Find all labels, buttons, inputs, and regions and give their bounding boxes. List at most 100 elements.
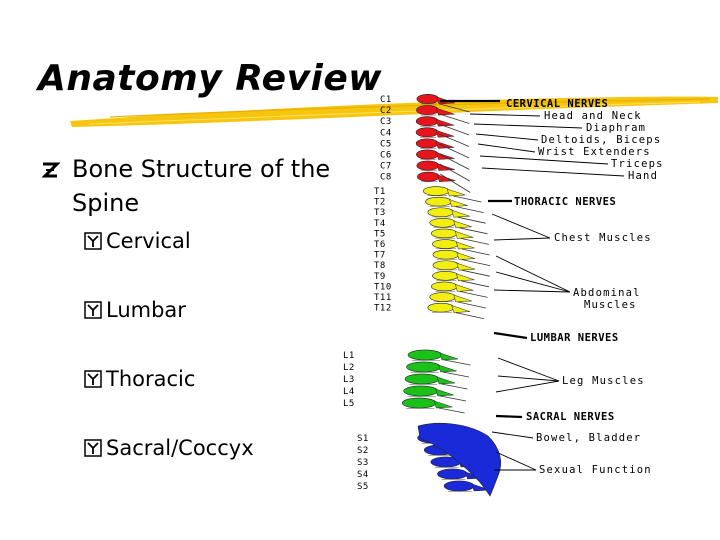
main-bullet: Bone Structure of the Spine [40, 152, 332, 220]
pointer-line [473, 123, 583, 129]
nerve-root [439, 163, 470, 182]
nerve-root [438, 143, 470, 159]
vertebra-label-s5: S5 [357, 482, 369, 492]
y-bullet-icon [84, 301, 102, 319]
nerve-root [439, 113, 470, 124]
spinous-process [433, 400, 453, 409]
pointer-line [495, 271, 571, 293]
spinous-process [438, 364, 457, 373]
vertebra-l1 [407, 349, 443, 361]
cervical-function: Triceps [611, 158, 664, 170]
thoracic-nerves-heading: THORACIC NERVES [514, 196, 616, 208]
spinous-process [453, 294, 472, 303]
pointer-line [469, 113, 541, 117]
vertebra-label-t2: T2 [374, 198, 386, 208]
z-bullet-icon [41, 162, 60, 178]
vertebra-label-t9: T9 [374, 272, 386, 282]
pointer-line [493, 331, 528, 340]
vertebra-c7 [416, 160, 440, 171]
slide-title: Anatomy Review [38, 58, 383, 99]
y-bullet-icon [84, 439, 102, 457]
spinous-process [436, 376, 456, 385]
vertebra-c5 [415, 138, 439, 149]
vertebra-t11 [429, 292, 457, 302]
vertebra-t2 [425, 196, 452, 207]
pointer-line [495, 255, 571, 293]
lumbar-nerves-heading: LUMBAR NERVES [530, 332, 619, 344]
title-underline-brushstroke [70, 96, 718, 127]
spinous-process [451, 209, 470, 218]
nerve-root [459, 227, 488, 235]
pointer-line [497, 375, 560, 382]
sub-bullet-text: Cervical [106, 229, 191, 253]
nerve-root [438, 407, 465, 414]
sub-bullet-text: Sacral/Coccyx [106, 436, 254, 460]
vertebra-t1 [422, 186, 450, 196]
vertebra-label-t5: T5 [374, 229, 386, 239]
spinous-process [435, 141, 455, 149]
vertebra-label-c8: C8 [380, 173, 392, 183]
vertebra-l4 [403, 385, 438, 397]
cervical-function: Diaphram [586, 122, 646, 134]
vertebra-label-t7: T7 [374, 251, 386, 261]
vertebra-c1 [416, 94, 440, 104]
vertebra-label-c3: C3 [380, 117, 392, 127]
cervical-function: Head and Neck [544, 110, 642, 122]
nerve-root [460, 280, 490, 288]
pointer-line [495, 451, 537, 471]
vertebra-c6 [416, 149, 439, 160]
nerve-root [455, 206, 484, 213]
cervical-function: Deltoids, Biceps [541, 134, 661, 146]
nerve-root [457, 301, 486, 309]
sub-bullet-cervical: Cervical [84, 227, 191, 255]
vertebra-t8 [432, 260, 460, 270]
nerve-root [444, 359, 471, 366]
sacral-function: Bowel, Bladder [536, 432, 641, 444]
nerve-root [438, 123, 470, 136]
vertebra-label-c4: C4 [380, 128, 392, 138]
vertebra-label-t3: T3 [374, 208, 386, 218]
pointer-line [495, 380, 560, 393]
nerve-root [440, 173, 471, 193]
vertebra-l2 [406, 361, 441, 373]
thoracic-function: Chest Muscles [554, 232, 652, 244]
y-bullet-icon [84, 370, 102, 388]
lumbar-function: Leg Muscles [562, 375, 645, 387]
spinous-process [446, 188, 466, 197]
vertebra-c8 [417, 171, 440, 182]
vertebra-label-t8: T8 [374, 261, 386, 271]
nerve-root [455, 312, 484, 319]
pointer-line [493, 289, 571, 293]
vertebra-label-l1: L1 [343, 351, 355, 361]
spinous-process [454, 284, 474, 292]
nerve-root [461, 259, 491, 266]
vertebra-t3 [427, 207, 455, 217]
spinous-process [451, 305, 470, 313]
sacral-nerves-heading: SACRAL NERVES [526, 411, 615, 423]
nerve-root [440, 395, 467, 402]
cervical-function: Wrist Extenders [538, 146, 651, 158]
pointer-line [479, 155, 609, 165]
vertebra-label-s3: S3 [357, 458, 369, 468]
cervical-nerves-heading: CERVICAL NERVES [506, 98, 608, 110]
vertebra-c4 [415, 127, 439, 138]
vertebra-t7 [432, 249, 460, 260]
nerve-root [460, 238, 489, 245]
nerve-root [461, 269, 490, 277]
sub-bullet-text: Lumbar [106, 298, 186, 322]
vertebra-label-l4: L4 [343, 387, 355, 397]
spinous-process [435, 388, 454, 397]
pointer-line [497, 357, 560, 382]
vertebra-label-c5: C5 [380, 139, 392, 149]
spine-diagram: C1C2C3C4C5C6C7C8T1T2T3T4T5T6T7T8T9T10T11… [343, 94, 664, 497]
vertebra-t9 [432, 271, 459, 281]
vertebra-t4 [429, 218, 457, 228]
pointer-line [475, 133, 539, 141]
nerve-root [439, 153, 470, 170]
vertebra-c3 [415, 116, 439, 127]
spinous-process [456, 262, 476, 271]
vertebra-label-c2: C2 [380, 106, 392, 116]
vertebra-t6 [432, 239, 459, 249]
vertebra-label-l3: L3 [343, 375, 355, 385]
